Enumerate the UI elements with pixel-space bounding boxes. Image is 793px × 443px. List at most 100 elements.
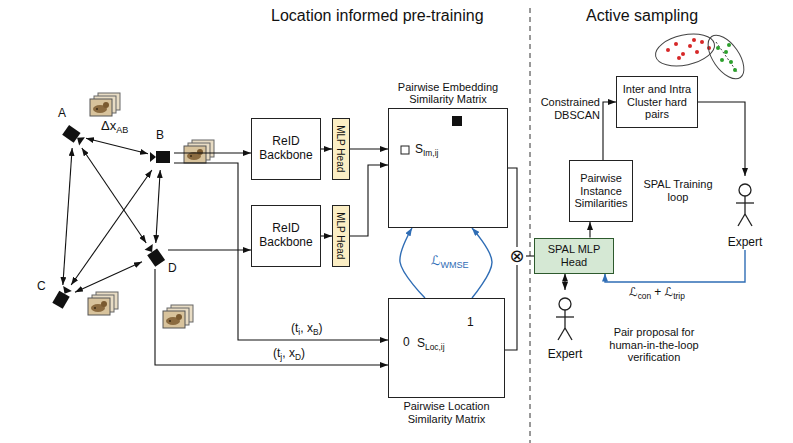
box-label: Inter and Intra Cluster hard pairs <box>620 83 694 121</box>
cluster-illustration <box>677 56 681 60</box>
text-group: SPAL MLP Head <box>538 243 610 268</box>
camera-icon <box>150 151 170 163</box>
connector <box>321 235 332 236</box>
image-stack <box>90 93 120 116</box>
connector <box>82 148 146 243</box>
label-text: Pair proposal for human-in-the-loop veri… <box>609 326 698 363</box>
stick-figure <box>736 184 754 226</box>
distance-label: ΔxAB <box>100 119 129 135</box>
camera: A <box>60 122 86 148</box>
matrix-symbol: SLoc,ij <box>417 337 445 352</box>
box-label: ReID Backbone <box>255 135 317 163</box>
box-label: SPAL MLP Head <box>538 243 610 268</box>
label-text: , x <box>282 346 295 360</box>
cluster-illustration <box>724 50 728 54</box>
connector <box>350 148 388 149</box>
text-group: Pairwise Instance Similarities <box>573 172 629 210</box>
matrix-cell <box>401 146 409 154</box>
label-text: ℒ <box>431 253 440 268</box>
label-text: D <box>295 352 301 362</box>
expert-actor: Expert <box>542 290 588 362</box>
connector <box>86 138 148 154</box>
label-text: 0 <box>403 335 410 349</box>
cluster-illustration <box>681 52 685 56</box>
process-box: Inter and Intra Cluster hard pairs <box>616 76 698 128</box>
camera: C <box>49 285 75 311</box>
note-label: Pair proposal for human-in-the-loop veri… <box>598 326 710 364</box>
connector <box>505 265 517 350</box>
label-text: (t <box>273 346 280 360</box>
similarity-matrix: Pairwise Embedding Similarity MatrixSIm,… <box>388 108 508 228</box>
connector <box>603 102 616 160</box>
camera-letter: B <box>156 128 164 142</box>
text-group: ReID Backbone <box>255 135 317 163</box>
connector <box>168 249 251 250</box>
label-text: trip <box>673 291 685 301</box>
label-text: j <box>280 352 282 362</box>
camera: B <box>148 144 174 170</box>
connector <box>698 102 745 176</box>
text-group: Expert <box>728 236 763 250</box>
box-label: ReID Backbone <box>255 222 317 250</box>
connector <box>156 170 160 243</box>
camera: D <box>142 243 168 269</box>
cluster-illustration <box>688 44 692 48</box>
camera-icon <box>52 285 72 308</box>
cluster-illustration <box>700 40 704 44</box>
connector <box>75 262 142 292</box>
connector <box>564 274 565 291</box>
connector <box>63 148 72 285</box>
label-text: (t <box>291 321 298 335</box>
cluster-illustration <box>674 42 678 46</box>
matrix-symbol: SIm,ij <box>415 143 438 158</box>
camera-icon <box>62 125 85 146</box>
label-text: , x <box>300 321 313 335</box>
process-box: Pairwise Instance Similarities <box>569 160 633 222</box>
connector <box>174 152 251 153</box>
matrix-value: 0 <box>402 336 411 350</box>
mlp-head-box: MLP Head <box>332 205 350 267</box>
image-stack <box>184 140 214 163</box>
box-label: Expert <box>728 236 763 250</box>
stick-figure <box>556 298 574 340</box>
cluster-illustration <box>653 29 718 71</box>
cluster-illustration <box>695 50 699 54</box>
connector <box>71 170 152 285</box>
box-label: MLP Head <box>335 125 347 172</box>
math-symbol: S <box>417 336 425 350</box>
matrix-title: Pairwise Embedding Similarity Matrix <box>382 81 514 106</box>
label-text: ℒ <box>629 285 638 299</box>
connector <box>350 165 388 236</box>
label-text: SPAL Training loop <box>643 178 712 203</box>
section-divider <box>530 8 531 443</box>
cluster-illustration <box>701 29 751 85</box>
cluster-illustration <box>716 46 720 50</box>
connector <box>400 228 425 298</box>
camera-letter: D <box>168 261 177 275</box>
multiply-operator: ⊗ <box>508 247 526 265</box>
text-group: Inter and Intra Cluster hard pairs <box>620 83 694 121</box>
text-group: Expert <box>548 348 583 362</box>
label-text: ) <box>301 346 305 360</box>
cluster-illustration <box>729 60 733 64</box>
label-text: Location informed pre-training <box>271 7 484 24</box>
label-text: con <box>638 291 652 301</box>
connector <box>605 250 745 282</box>
text-group: ⊗ <box>509 247 524 265</box>
spal-head-box: SPAL MLP Head <box>534 238 614 274</box>
cluster-illustration <box>666 48 670 52</box>
math-symbol: Im,ij <box>423 148 438 158</box>
box-label: Expert <box>548 348 583 362</box>
connector <box>508 168 517 247</box>
process-box: ReID Backbone <box>251 205 321 267</box>
section-heading: Location informed pre-training <box>270 7 485 25</box>
edge-label-box: Constrained DBSCAN <box>536 96 600 121</box>
label-text: B <box>313 327 319 337</box>
text-group: ReID Backbone <box>255 222 317 250</box>
math-symbol: Loc,ij <box>425 342 445 352</box>
camera-letter: C <box>37 279 46 293</box>
cluster-illustration <box>733 68 737 72</box>
cluster-illustration <box>692 38 696 42</box>
label-text: AB <box>116 125 128 135</box>
